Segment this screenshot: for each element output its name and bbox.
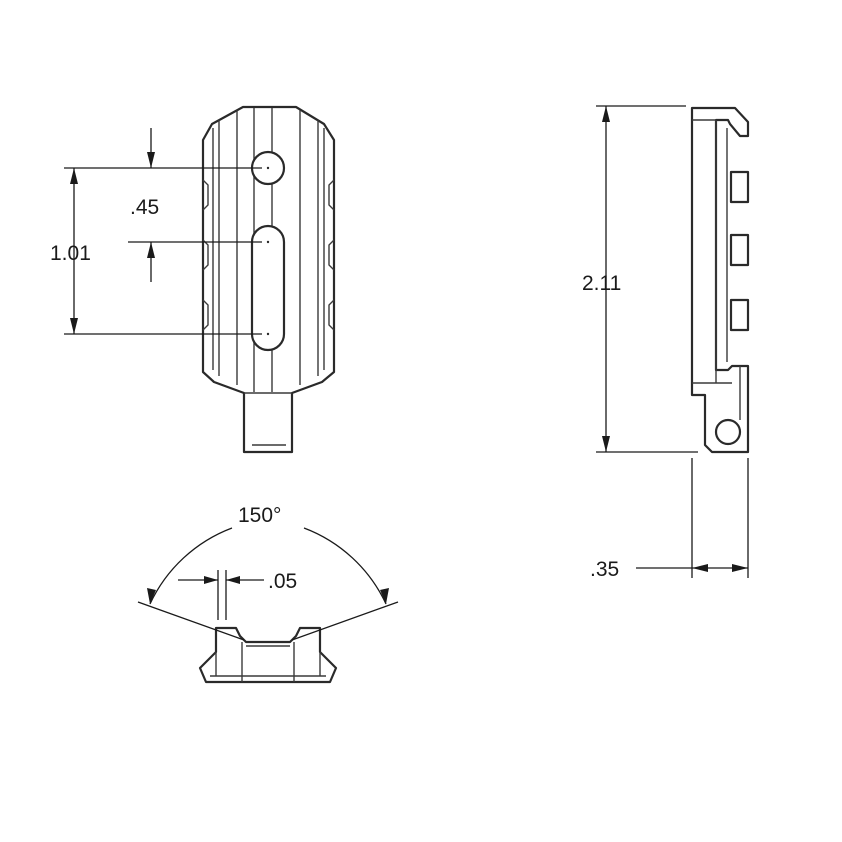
dim-hole-offset: .45	[130, 196, 159, 219]
end-view-dimensions	[137, 527, 399, 641]
dim-depth: .35	[590, 558, 619, 581]
dim-gap: .05	[268, 570, 297, 593]
front-view-dimensions	[64, 128, 262, 335]
dim-overall-height: 2.11	[582, 272, 621, 295]
side-view-dimensions	[596, 105, 749, 578]
front-view	[201, 105, 336, 454]
end-view	[198, 626, 338, 684]
dim-angle: 150°	[238, 504, 281, 527]
dim-hole-spacing: 1.01	[50, 242, 91, 265]
side-view	[690, 106, 750, 454]
